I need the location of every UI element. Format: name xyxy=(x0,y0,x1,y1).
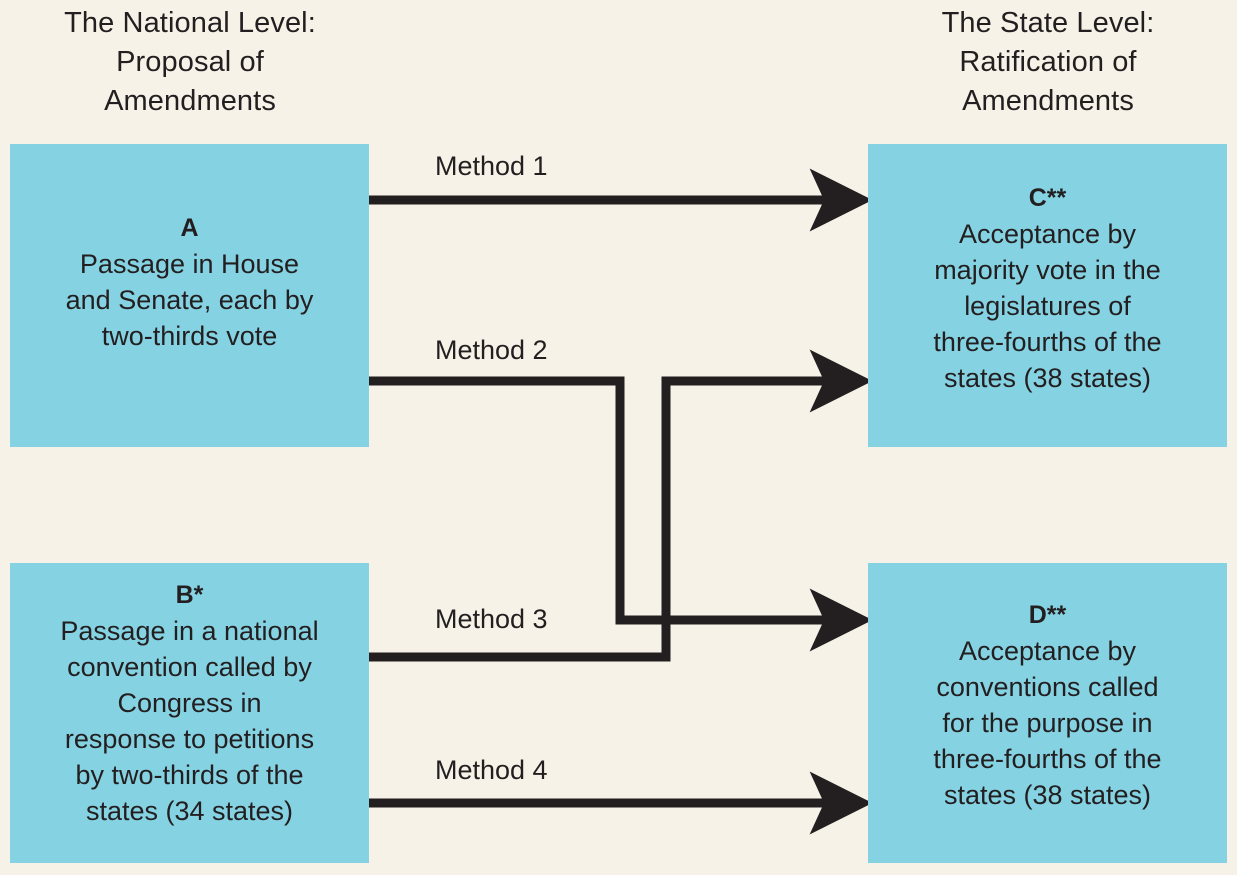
node-box-d: D** Acceptance by conventions called for… xyxy=(868,563,1227,863)
node-b-label: B* xyxy=(175,581,204,609)
heading-national-level: The National Level: Proposal of Amendmen… xyxy=(64,7,316,117)
node-box-c: C** Acceptance by majority vote in the l… xyxy=(868,144,1227,447)
connector-label-method-2: Method 2 xyxy=(435,335,548,365)
node-a-label: A xyxy=(180,213,199,242)
node-d-text: Acceptance by conventions called for the… xyxy=(933,636,1162,810)
connector-label-method-3: Method 3 xyxy=(435,604,548,634)
node-c-text: Acceptance by majority vote in the legis… xyxy=(933,218,1162,393)
node-b-text: Passage in a national convention called … xyxy=(60,616,319,826)
arrow-method-2 xyxy=(369,376,873,652)
node-a-text: Passage in House and Senate, each by two… xyxy=(65,248,314,351)
connector-label-method-4: Method 4 xyxy=(435,755,548,785)
node-box-b: B* Passage in a national convention call… xyxy=(10,563,369,863)
connector-label-method-1: Method 1 xyxy=(435,151,548,181)
node-d-label: D** xyxy=(1028,601,1067,629)
node-box-a: A Passage in House and Senate, each by t… xyxy=(10,144,369,447)
heading-state-level: The State Level: Ratification of Amendme… xyxy=(941,7,1155,117)
node-c-label: C** xyxy=(1028,183,1067,212)
